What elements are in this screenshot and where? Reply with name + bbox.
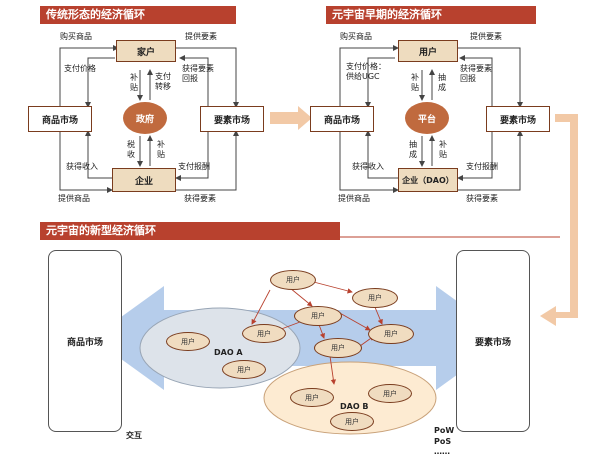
household-box: 家户 — [116, 40, 176, 62]
draw-top-label: 抽成 — [438, 73, 446, 92]
pay-price-label: 支付价格 — [64, 64, 96, 73]
subsidy-bottom-label-2: 补贴 — [439, 140, 447, 159]
panel2-title: 元宇宙早期的经济循环 — [326, 6, 536, 24]
enterprise-box: 企业 — [112, 168, 176, 192]
dao-b-user-node: 用户 — [290, 388, 334, 407]
dao-b-user-node: 用户 — [368, 384, 412, 403]
connector-arrow-down — [540, 114, 578, 326]
get-income-label-2: 获得收入 — [352, 162, 384, 171]
pay-transfer-label: 支付转移 — [155, 72, 171, 91]
factor-market-box-2: 要素市场 — [486, 106, 550, 132]
goods-market-box-2: 商品市场 — [310, 106, 374, 132]
dao-a-user-node: 用户 — [222, 360, 266, 379]
more-label: …… — [434, 447, 450, 456]
factor-return-label: 获得要素回报 — [182, 64, 214, 83]
get-income-label: 获得收入 — [66, 162, 98, 171]
dao-b-region — [263, 361, 437, 435]
user-node: 用户 — [352, 288, 398, 308]
goods-market-box-3: 商品市场 — [48, 250, 122, 432]
connector-arrow-right — [270, 106, 312, 130]
provide-factors-label: 提供要素 — [185, 32, 217, 41]
factor-market-box-3: 要素市场 — [456, 250, 530, 432]
user-node: 用户 — [294, 306, 342, 326]
platform-oval: 平台 — [405, 102, 449, 134]
buy-goods-label: 购买商品 — [60, 32, 92, 41]
dao-a-label: DAO A — [214, 348, 243, 357]
dao-b-label: DAO B — [340, 402, 369, 411]
subsidy-top-label-2: 补贴 — [411, 73, 419, 92]
user-node: 用户 — [314, 338, 362, 358]
panel3-title: 元宇宙的新型经济循环 — [40, 222, 340, 240]
user-node: 用户 — [368, 324, 414, 344]
provide-goods-label: 提供商品 — [58, 194, 90, 203]
dao-a-user-node: 用户 — [242, 324, 286, 343]
draw-bottom-label: 抽成 — [409, 140, 417, 159]
government-oval: 政府 — [123, 102, 167, 134]
factor-return-label-2: 获得要素回报 — [460, 64, 492, 83]
dao-b-user-node: 用户 — [330, 412, 374, 431]
dao-a-user-node: 用户 — [166, 332, 210, 351]
subsidy-top-label: 补贴 — [130, 73, 138, 92]
factor-market-box: 要素市场 — [200, 106, 264, 132]
panel1-title: 传统形态的经济循环 — [40, 6, 236, 24]
interact-label: 交互 — [126, 431, 142, 440]
get-factors-label: 获得要素 — [184, 194, 216, 203]
goods-market-box: 商品市场 — [28, 106, 92, 132]
provide-factors-label-2: 提供要素 — [470, 32, 502, 41]
provide-goods-label-2: 提供商品 — [338, 194, 370, 203]
subsidy-bottom-label: 补贴 — [157, 140, 165, 159]
pay-price-ugc-label: 支付价格：供给UGC — [346, 62, 386, 81]
user-box: 用户 — [398, 40, 458, 62]
user-node: 用户 — [270, 270, 316, 290]
pay-reward-label-2: 支付报酬 — [466, 162, 498, 171]
get-factors-label-2: 获得要素 — [466, 194, 498, 203]
tax-label: 税收 — [127, 140, 135, 159]
buy-goods-label-2: 购买商品 — [340, 32, 372, 41]
pay-reward-label: 支付报酬 — [178, 162, 210, 171]
enterprise-dao-box: 企业（DAO） — [398, 168, 458, 192]
pos-label: PoS — [434, 437, 452, 446]
pow-label: PoW — [434, 426, 455, 435]
